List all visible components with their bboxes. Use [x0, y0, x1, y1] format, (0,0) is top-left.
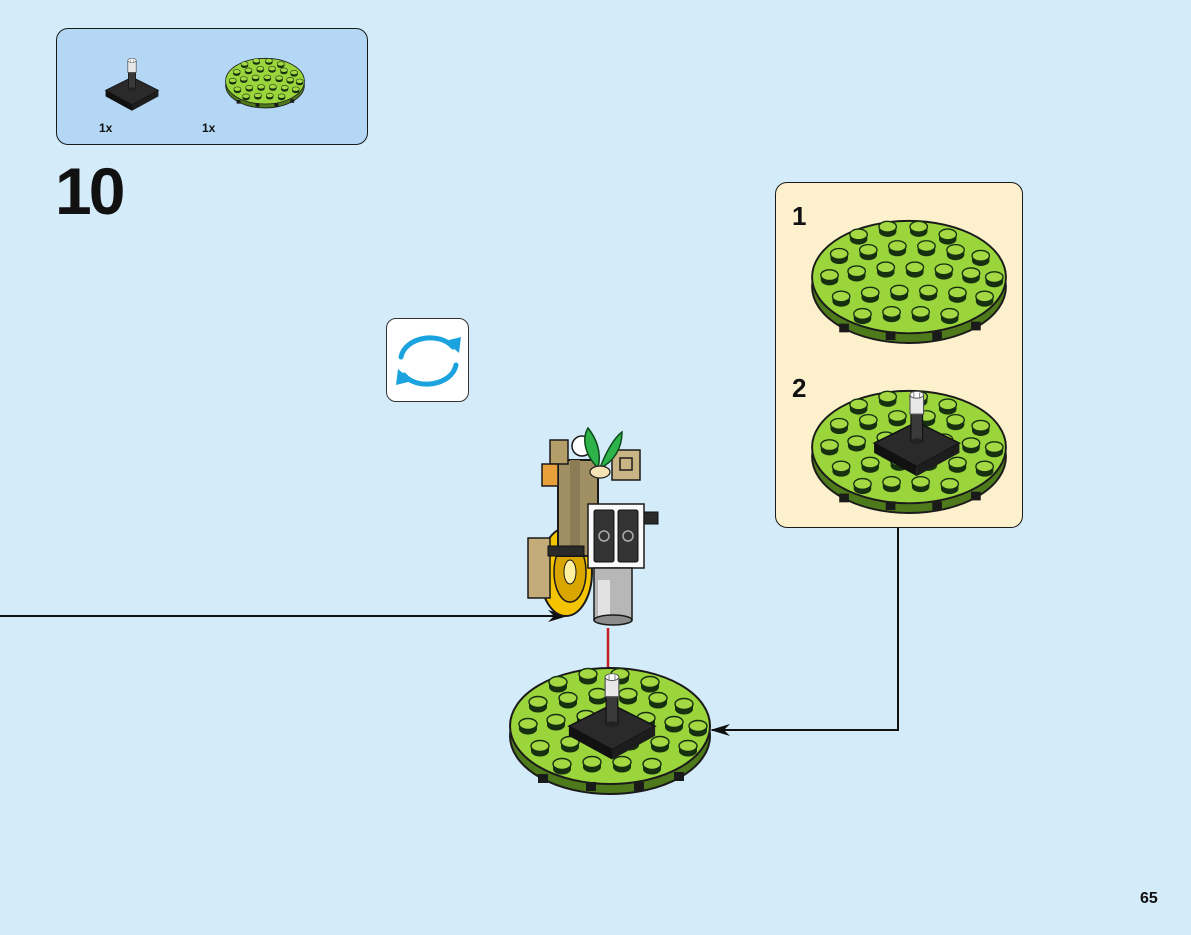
part-quantity: 1x — [99, 121, 113, 135]
sub-step-number: 1 — [792, 201, 807, 231]
step-number: 10 — [55, 154, 125, 228]
rotate-model-indicator — [386, 318, 469, 402]
part-quantity: 1x — [202, 121, 216, 135]
sub-step-number: 2 — [792, 373, 807, 403]
wizard-figure-model — [527, 426, 659, 626]
base-plate-with-holder — [510, 664, 710, 794]
page-number: 65 — [1140, 890, 1158, 907]
sub-assembly-callout: 1 2 — [775, 182, 1023, 528]
parts-list-callout: 1x 1x — [56, 28, 368, 145]
rotate-model-icon — [396, 335, 461, 387]
